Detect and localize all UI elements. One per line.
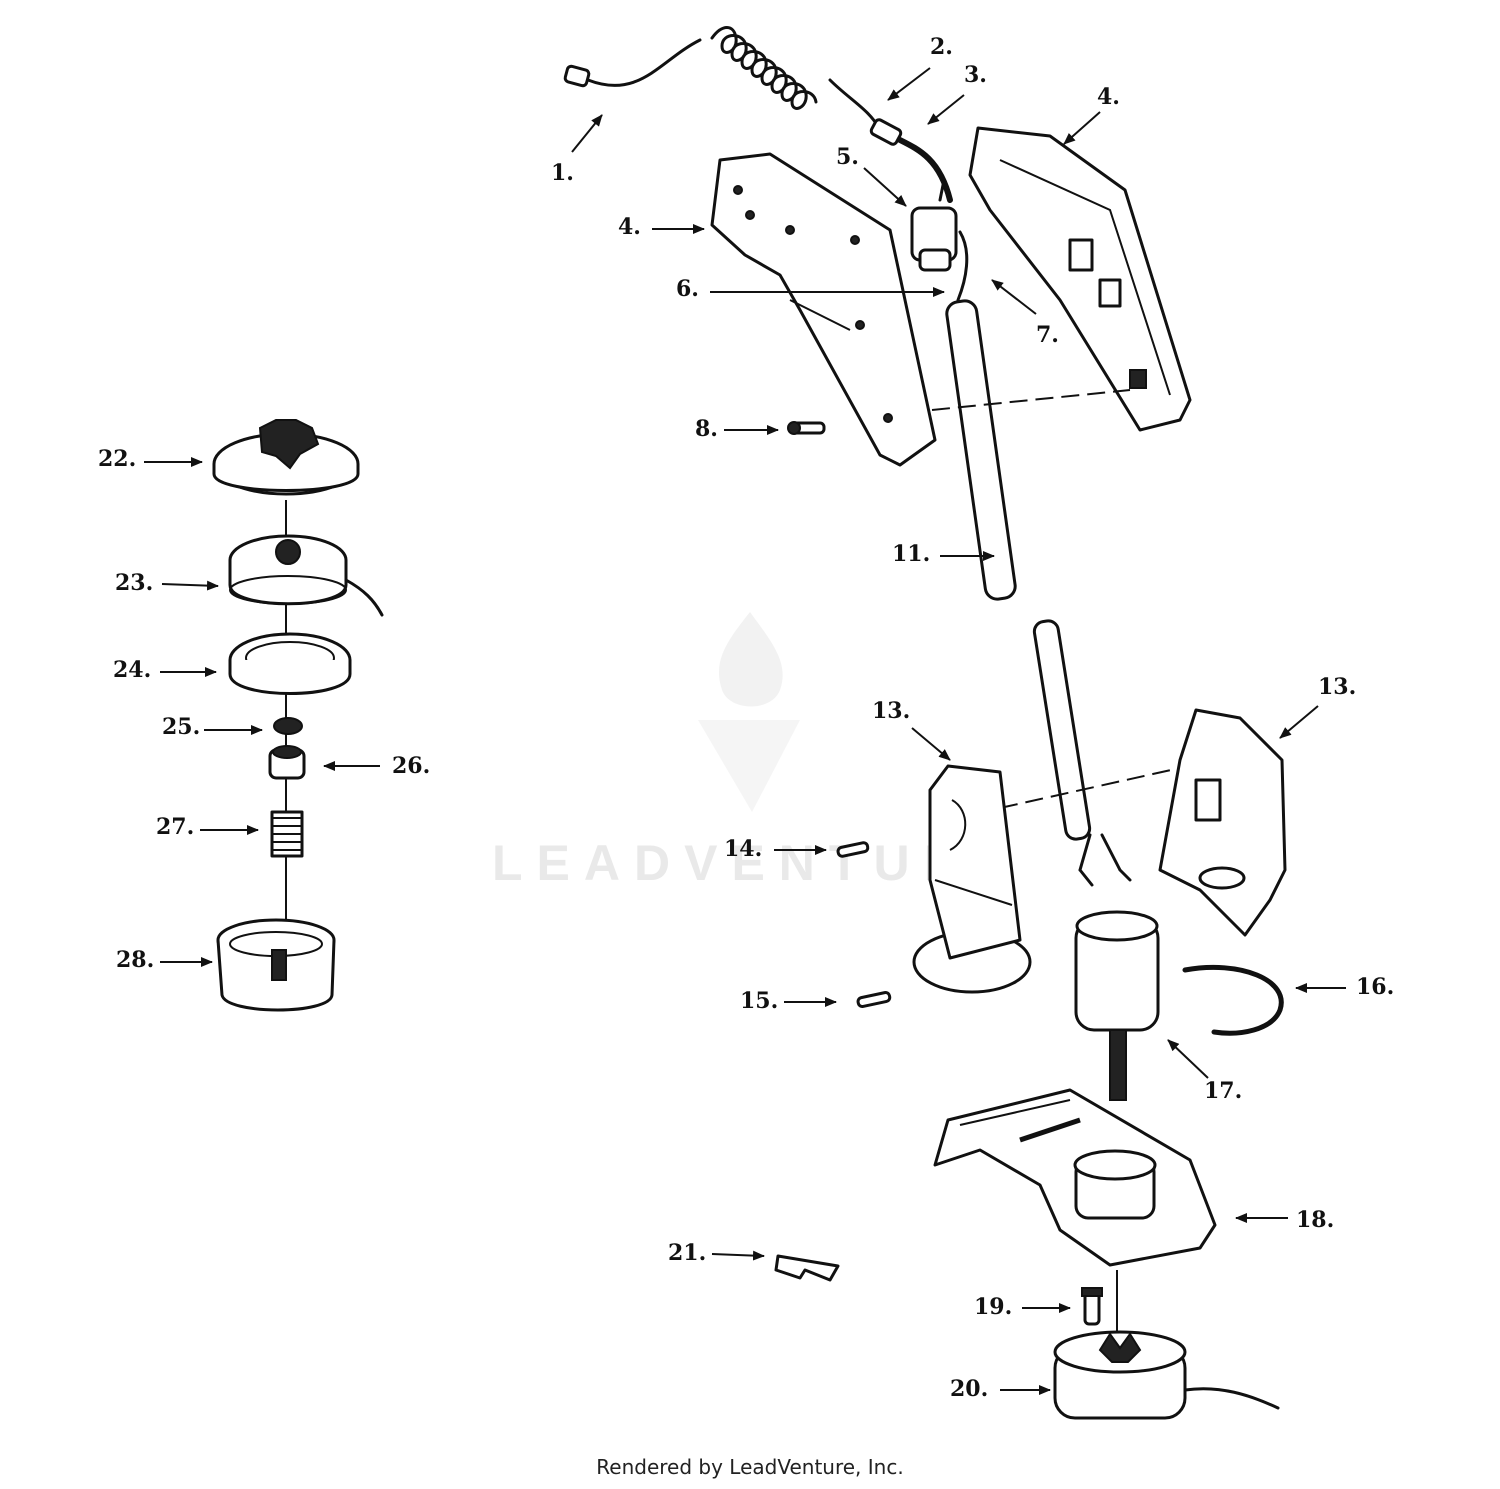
callout-4-left: 4.: [618, 214, 641, 240]
callout-22: 22.: [98, 446, 136, 472]
motor: [1074, 910, 1160, 1101]
callout-7: 7.: [1036, 322, 1059, 348]
callout-21: 21.: [668, 1240, 706, 1266]
leader-lines: [144, 67, 1346, 1395]
callout-17: 17.: [1204, 1078, 1242, 1104]
switch: [910, 178, 958, 272]
clamp-ring: [1182, 964, 1284, 1036]
callout-20: 20.: [950, 1376, 988, 1402]
watermark-logo: [698, 612, 800, 812]
watermark-text: LEADVENTURE: [492, 835, 1021, 891]
strain-relief: [897, 137, 953, 203]
callout-5: 5.: [836, 144, 859, 170]
spring-27: [270, 810, 304, 858]
power-cord: [563, 26, 882, 132]
callout-24: 24.: [113, 657, 151, 683]
handle-half-left: [710, 152, 937, 467]
lower-tube: [1032, 619, 1092, 841]
callout-23: 23.: [115, 570, 153, 596]
washer-25: [273, 717, 303, 735]
spool-housing-28: [216, 918, 336, 1012]
callout-19: 19.: [974, 1294, 1012, 1320]
callout-14: 14.: [724, 836, 762, 862]
spool-cap-22: [212, 419, 360, 496]
callout-25: 25.: [162, 714, 200, 740]
upper-tube: [945, 299, 1017, 601]
motor-housing-right: [1158, 708, 1287, 937]
grass-guard: [933, 1088, 1217, 1267]
nut-26: [268, 745, 306, 780]
motor-leads: [1078, 833, 1132, 887]
callout-1: 1.: [551, 160, 574, 186]
spool-assembly-20: [1053, 1330, 1280, 1420]
callout-28: 28.: [116, 947, 154, 973]
line-tool-21: [774, 1254, 840, 1282]
callout-8: 8.: [695, 416, 718, 442]
callout-16: 16.: [1356, 974, 1394, 1000]
callout-15: 15.: [740, 988, 778, 1014]
bolt-19: [1081, 1287, 1103, 1326]
callout-27: 27.: [156, 814, 194, 840]
dashed-axis-lower: [999, 767, 1181, 809]
motor-housing-left: [912, 764, 1032, 994]
callout-26: 26.: [392, 753, 430, 779]
callout-2: 2.: [930, 34, 953, 60]
handle-half-right: [968, 126, 1192, 432]
callout-3: 3.: [964, 62, 987, 88]
callout-11: 11.: [892, 541, 930, 567]
dashed-axis-upper: [931, 389, 1131, 411]
screw-14: [836, 841, 870, 858]
callout-4-right: 4.: [1097, 84, 1120, 110]
switch-wire: [956, 230, 969, 302]
spool-23: [228, 534, 384, 617]
callout-13-left: 13.: [872, 698, 910, 724]
screw-8: [787, 421, 826, 435]
callout-13-right: 13.: [1318, 674, 1356, 700]
callout-6: 6.: [676, 276, 699, 302]
footer-credit: Rendered by LeadVenture, Inc.: [596, 1455, 904, 1479]
screw-15: [856, 991, 892, 1008]
callout-18: 18.: [1296, 1207, 1334, 1233]
cord-connector: [869, 118, 903, 146]
retainer-ring-24: [228, 632, 352, 695]
